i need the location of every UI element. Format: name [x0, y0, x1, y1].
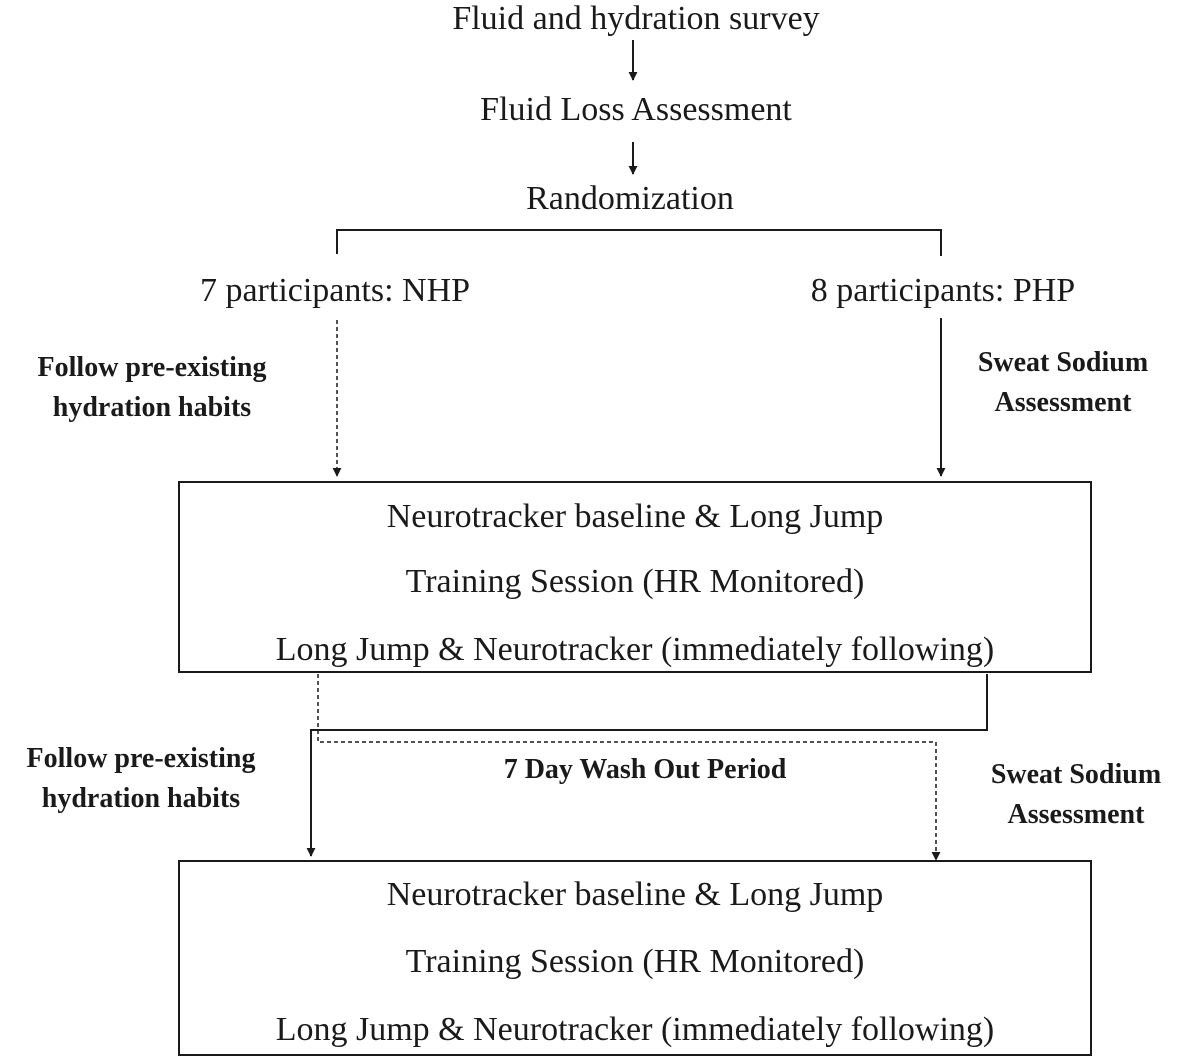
group-nhp-label: 7 participants: NHP — [199, 272, 471, 309]
session-2-line-post: Long Jump & Neurotracker (immediately fo… — [275, 1011, 995, 1048]
crossover-line-php — [306, 674, 988, 857]
phase1-right-note-line-1: Sweat Sodium — [977, 347, 1149, 378]
phase1-left-note: Follow pre-existing hydration habits — [38, 348, 267, 428]
phase1-left-note-line-2: hydration habits — [52, 392, 252, 423]
session-1-line-post: Long Jump & Neurotracker (immediately fo… — [275, 631, 995, 668]
phase1-right-note: Sweat Sodium Assessment — [978, 343, 1148, 423]
step-randomization: Randomization — [526, 180, 734, 217]
session-2-line-baseline: Neurotracker baseline & Long Jump — [386, 876, 884, 913]
session-1-line-training: Training Session (HR Monitored) — [405, 563, 865, 600]
session-2-line-training: Training Session (HR Monitored) — [405, 943, 865, 980]
washout-period-label: 7 Day Wash Out Period — [503, 754, 787, 785]
group-php-label: 8 participants: PHP — [810, 272, 1076, 309]
phase1-left-note-line-1: Follow pre-existing — [37, 352, 267, 383]
step-fluid-survey: Fluid and hydration survey — [452, 0, 820, 37]
session-box-1: Neurotracker baseline & Long Jump Traini… — [178, 481, 1092, 673]
crossover-line-nhp — [317, 674, 941, 861]
phase2-left-note-line-1: Follow pre-existing — [26, 743, 256, 774]
step-fluid-loss-assessment: Fluid Loss Assessment — [480, 91, 792, 128]
session-box-2: Neurotracker baseline & Long Jump Traini… — [178, 860, 1092, 1056]
phase2-right-note-line-1: Sweat Sodium — [990, 759, 1162, 790]
phase2-left-note: Follow pre-existing hydration habits — [27, 739, 256, 819]
session-1-line-baseline: Neurotracker baseline & Long Jump — [386, 498, 884, 535]
phase2-left-note-line-2: hydration habits — [41, 783, 241, 814]
phase2-right-note: Sweat Sodium Assessment — [991, 755, 1161, 835]
phase2-right-note-line-2: Assessment — [1007, 799, 1145, 830]
phase1-right-note-line-2: Assessment — [994, 387, 1132, 418]
randomization-bracket — [336, 229, 942, 256]
